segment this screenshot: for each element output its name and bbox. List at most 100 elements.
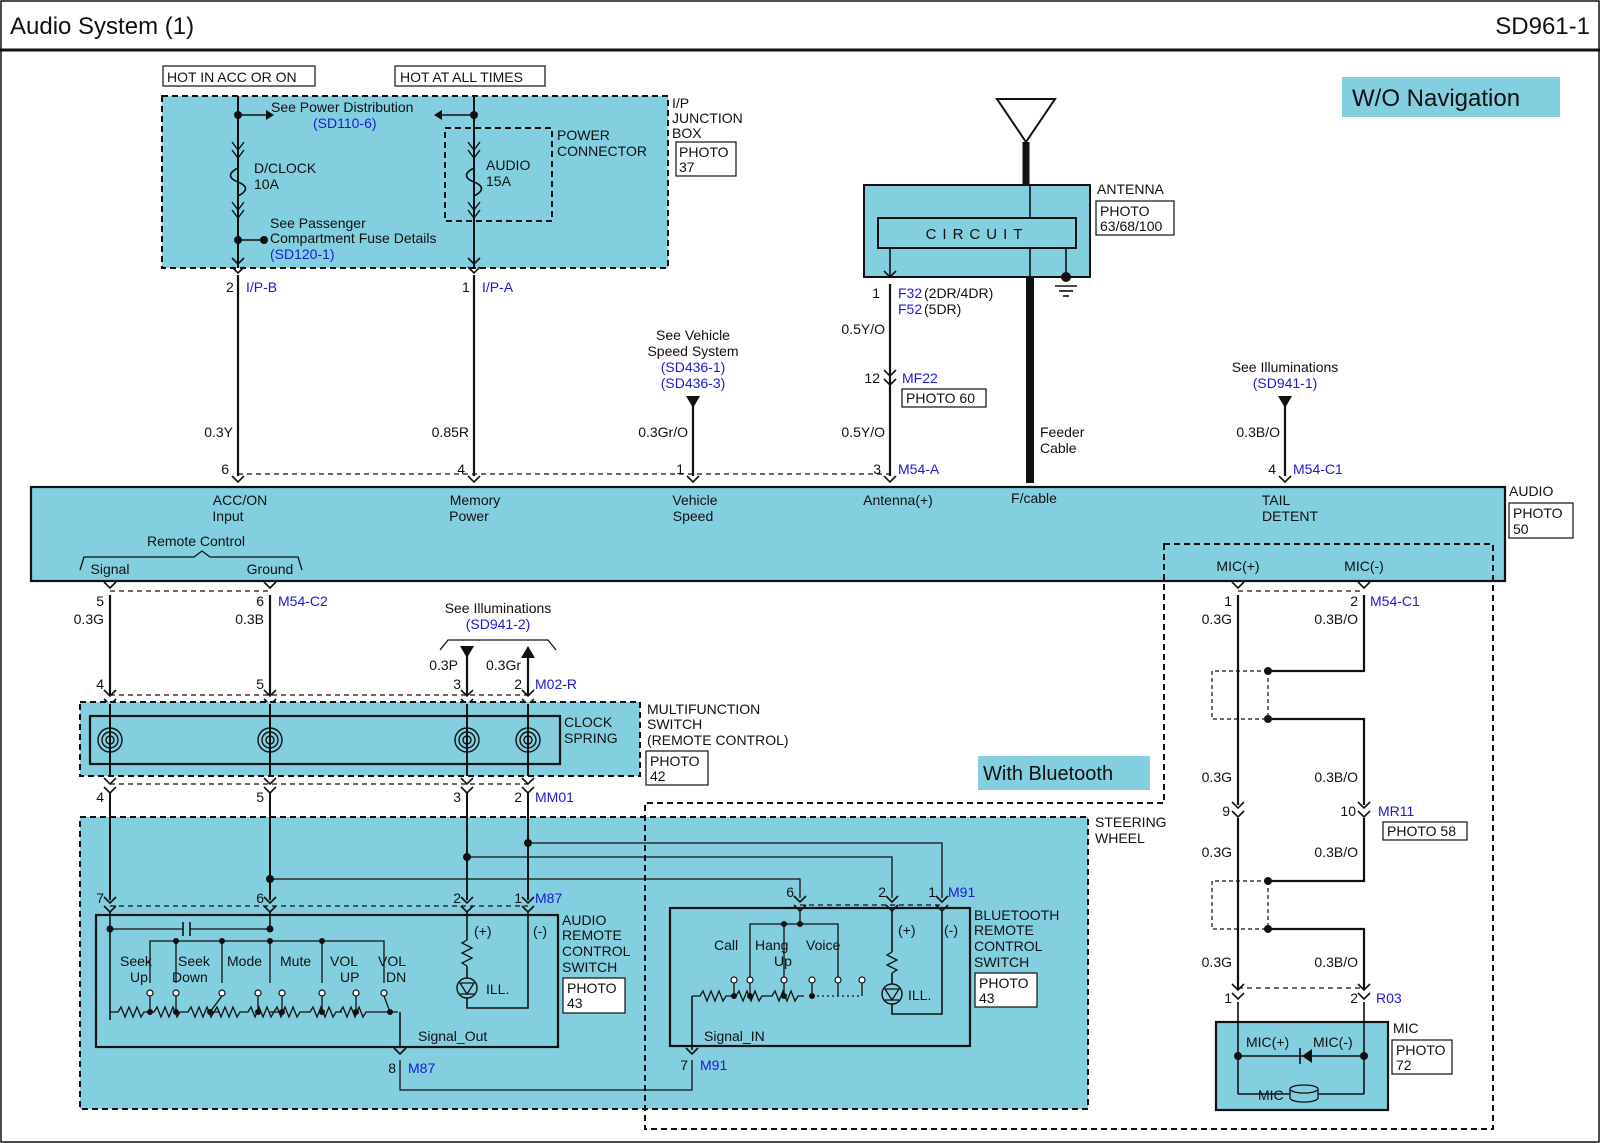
led-icon: [883, 988, 901, 1002]
pin-memory: [467, 475, 481, 483]
pin-antenna-conn: M54-A: [898, 461, 940, 477]
mm01-pin: [460, 777, 474, 794]
illum1-ref: (SD941-1): [1253, 375, 1318, 391]
bt-badge-label: With Bluetooth: [983, 763, 1113, 785]
mm01-conn: MM01: [535, 789, 574, 805]
mic-minus: MIC(-): [1313, 1034, 1353, 1050]
pin-acc-num: 6: [221, 461, 229, 477]
hot-acc-label: HOT IN ACC OR ON: [167, 69, 297, 85]
w-gr: 0.3Gr: [486, 657, 521, 673]
switch-blades: [149, 995, 391, 1013]
fuse-connector-icon: [467, 201, 481, 220]
ipb-pin: 2: [226, 279, 234, 295]
pin-tail: [1278, 475, 1292, 483]
bt-ill-minus: (-): [944, 922, 958, 938]
bts-photo-1: PHOTO: [979, 975, 1029, 991]
arrow-icon: [1278, 396, 1292, 408]
w-sig: 0.3G: [74, 611, 104, 627]
pin-tail-conn: M54-C1: [1293, 461, 1343, 477]
pin-vss-num: 1: [676, 461, 684, 477]
ill-plus: (+): [474, 923, 492, 939]
pin-signal: [103, 581, 117, 589]
bt-ill-plus: (+): [898, 922, 916, 938]
arrow-icon: [460, 646, 474, 658]
bt-badge: [978, 756, 1150, 790]
see-pass-label: See Passenger: [270, 215, 366, 231]
pin-memory-name-1: Memory: [450, 492, 501, 508]
ipa-pin: 1: [462, 279, 470, 295]
pin-fcable-name: F/cable: [1011, 490, 1057, 506]
audio-fuse-label: AUDIO: [486, 157, 530, 173]
mr11-pin-1: 9: [1222, 803, 1230, 819]
mic-photo-2: 72: [1396, 1057, 1412, 1073]
mic-w-g-4: 0.3G: [1202, 954, 1232, 970]
splice-dot: [781, 921, 787, 927]
see-pd-label: See Power Distribution: [271, 99, 413, 115]
wire-acc-label: 0.3Y: [204, 424, 233, 440]
arrow-icon: [266, 110, 274, 120]
ip-box-label-1: I/P: [672, 95, 689, 111]
mf22-conn: MF22: [902, 370, 938, 386]
illum1-label: See Illuminations: [1232, 359, 1339, 375]
page-title: Audio System (1): [10, 13, 194, 40]
audio-fuse-amp: 15A: [486, 173, 512, 189]
mm01-pin-2: 5: [256, 789, 264, 805]
shield-drain: [1211, 880, 1268, 930]
conn-f32: F32: [898, 285, 922, 301]
mfs-photo-2: 42: [650, 768, 666, 784]
shield-drain: [1211, 670, 1268, 720]
ill-label: ILL.: [486, 981, 509, 997]
hot-acc-box: [162, 65, 316, 87]
fuse-icon: [229, 167, 247, 197]
antenna-box: [863, 184, 1091, 278]
mfs-label-1: MULTIFUNCTION: [647, 701, 760, 717]
w-gnd: 0.3B: [235, 611, 264, 627]
fuse-connector-icon: [231, 201, 245, 220]
antenna-photo-1: PHOTO: [1100, 203, 1150, 219]
w-p: 0.3P: [429, 657, 458, 673]
mic-c1-pin-1: 1: [1224, 593, 1232, 609]
mm01-pin: [521, 777, 535, 794]
btn-seek-down-2: Down: [172, 969, 208, 985]
btn-seek-down-1: Seek: [178, 953, 211, 969]
diode-icon: [1302, 1049, 1312, 1063]
out-pin: 8: [388, 1060, 396, 1076]
mic-w-bo-3: 0.3B/O: [1314, 844, 1358, 860]
mic-c1-pin-2: 2: [1350, 593, 1358, 609]
mf22-photo: PHOTO 60: [906, 390, 975, 406]
pin-acc: [231, 475, 245, 483]
resistor-ladder: [110, 1005, 398, 1019]
ip-photo-2: 37: [679, 159, 695, 175]
mr11-photo-box: [1382, 821, 1468, 841]
dclock-amp: 10A: [254, 176, 280, 192]
btn-voice: Voice: [806, 937, 840, 953]
steering-wheel-box: [79, 816, 1089, 1110]
vss-label-1: See Vehicle: [656, 327, 730, 343]
power-connector-label-2: CONNECTOR: [557, 143, 647, 159]
diagram-code: SD961-1: [1495, 13, 1590, 40]
ill-return-wire: [466, 912, 529, 1009]
mic-plus: MIC(+): [1246, 1034, 1289, 1050]
audio-photo-2: 50: [1513, 521, 1529, 537]
m02-pin-4: 2: [514, 676, 522, 692]
nav-badge: [1342, 77, 1560, 117]
c2-pin6: 6: [256, 593, 264, 609]
vss-ref-1: (SD436-1): [661, 359, 726, 375]
btn-vol-dn-1: VOL: [378, 953, 406, 969]
bt-ill-return: [891, 910, 943, 1015]
bts-label-2: REMOTE: [974, 922, 1034, 938]
mic-pin: [1231, 581, 1245, 589]
mic-minus-label: MIC(-): [1344, 558, 1384, 574]
m91-conn: M91: [948, 884, 975, 900]
conn-f52-note: (5DR): [924, 301, 961, 317]
remote-control-label: Remote Control: [147, 533, 245, 549]
ars-label-4: SWITCH: [562, 959, 617, 975]
ars-photo-2: 43: [567, 995, 583, 1011]
ill-minus: (-): [533, 923, 547, 939]
fuse-icon: [465, 167, 483, 197]
bt-ill-label: ILL.: [908, 987, 931, 1003]
feeder-label-1: Feeder: [1040, 424, 1085, 440]
pin-ground: [263, 581, 277, 589]
